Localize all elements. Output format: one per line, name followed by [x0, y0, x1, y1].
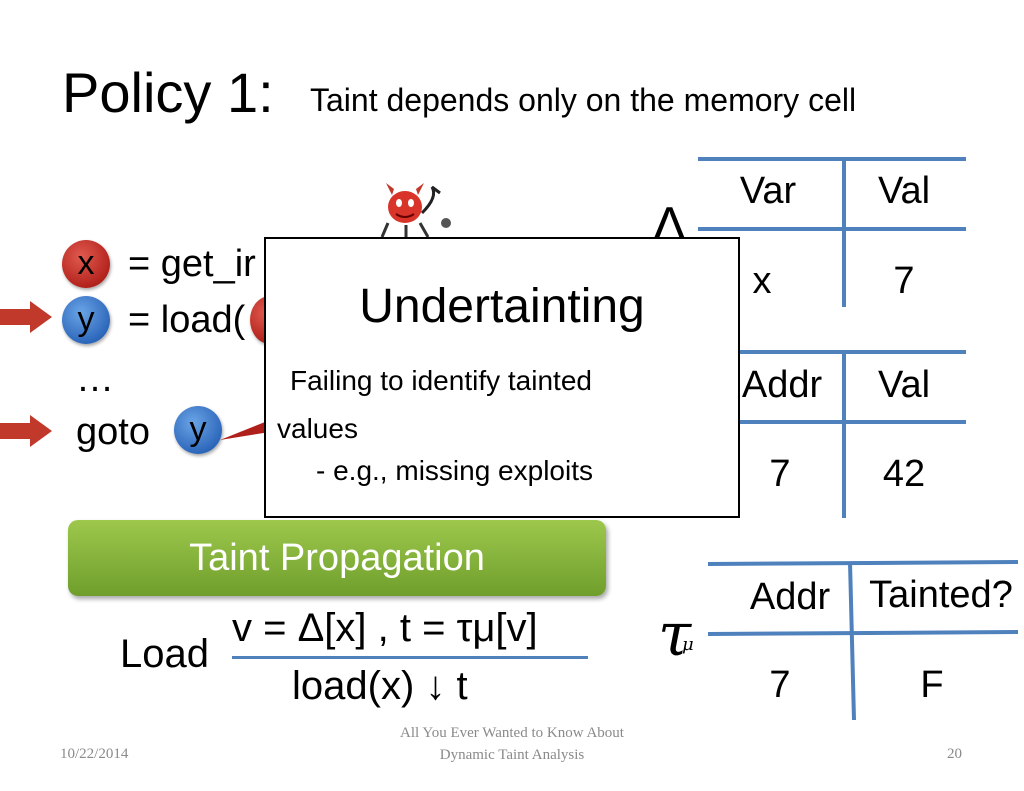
memory-header-addr: Addr [741, 364, 823, 406]
slide-title: Policy 1: [62, 61, 274, 124]
variable-y-badge: y [174, 406, 222, 454]
delta-cell-var: x [752, 260, 772, 302]
footer-date: 10/22/2014 [60, 746, 129, 762]
delta-header-val: Val [877, 170, 931, 212]
callout-pointer-icon [220, 420, 270, 440]
memory-cell-val: 42 [882, 453, 926, 495]
tau-subscript: μ [682, 634, 694, 655]
taint-cell-addr: 7 [769, 664, 791, 706]
taint-header-tainted: Tainted? [869, 574, 1013, 616]
popup-line-2: values [277, 413, 358, 444]
taint-header-addr: Addr [749, 576, 831, 618]
devil-mascot-icon [380, 183, 451, 239]
rule-name: Load [120, 632, 209, 676]
rule-divider [232, 656, 588, 659]
tau-symbol: τ [658, 600, 692, 670]
memory-cell-addr: 7 [769, 453, 791, 495]
memory-header-val: Val [877, 364, 931, 406]
memory-table-grid [698, 350, 966, 518]
footer-title-line-2: Dynamic Taint Analysis [439, 747, 585, 763]
taint-table-grid [707, 560, 1019, 721]
rule-conclusion: load(x) ↓ t [292, 664, 468, 708]
taint-propagation-button[interactable]: Taint Propagation [68, 520, 606, 596]
delta-table-grid [698, 157, 966, 307]
code-line-2: = load( [128, 299, 246, 341]
footer-title-line-1: All You Ever Wanted to Know About [400, 725, 624, 741]
popup-line-1: Failing to identify tainted [290, 365, 592, 396]
pointer-arrow-icon [0, 415, 52, 447]
popup-line-3: - e.g., missing exploits [316, 455, 593, 486]
pointer-arrow-icon [0, 301, 52, 333]
code-line-ellipsis: … [76, 358, 114, 400]
delta-cell-val: 7 [893, 260, 915, 302]
footer-page-number: 20 [947, 746, 962, 762]
delta-header-var: Var [739, 170, 797, 212]
popup-title: Undertainting [359, 280, 645, 333]
variable-y-badge: y [62, 296, 110, 344]
slide-subtitle: Taint depends only on the memory cell [310, 82, 857, 118]
rule-premise: v = Δ[x] , t = τμ[v] [232, 606, 538, 650]
variable-x-badge: x [62, 240, 110, 288]
taint-cell-tainted: F [920, 664, 944, 706]
code-line-goto: goto [76, 411, 150, 453]
code-line-1: = get_ir [128, 243, 256, 285]
undertainting-popup: Undertainting Failing to identify tainte… [264, 237, 740, 518]
